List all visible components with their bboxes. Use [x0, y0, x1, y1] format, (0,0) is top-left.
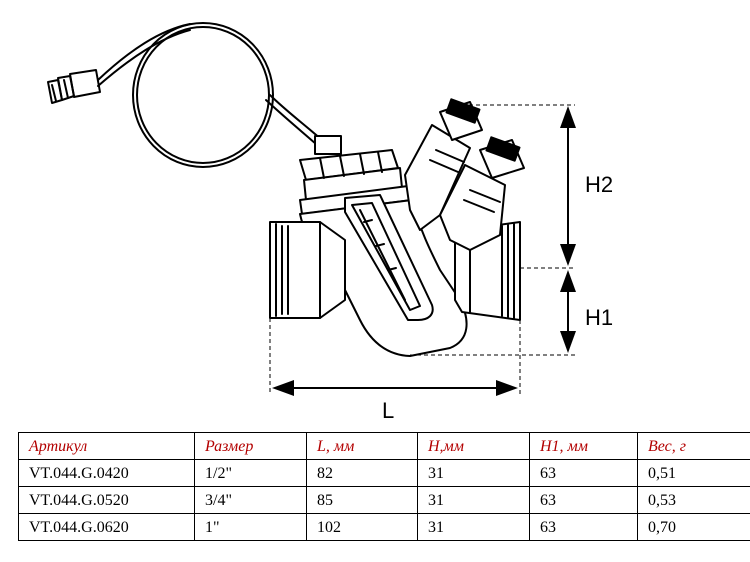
- dimension-h2-label: H2: [585, 172, 613, 197]
- header-article: Артикул: [18, 432, 195, 460]
- cell-height1: 63: [529, 459, 638, 487]
- test-point-upper: [404, 98, 483, 231]
- dimension-h1-label: H1: [585, 305, 613, 330]
- capillary-fitting: [47, 69, 101, 104]
- cell-article: VT.044.G.0420: [18, 459, 195, 487]
- valve-technical-drawing: H2 H1 L: [47, 22, 613, 423]
- cell-height: 31: [417, 513, 530, 541]
- cell-size: 1": [194, 513, 307, 541]
- table-header-row: Артикул Размер L, мм H,мм H1, мм Вес, г: [18, 432, 750, 460]
- cell-length: 85: [306, 486, 418, 514]
- header-weight: Вес, г: [637, 432, 750, 460]
- capillary-tube: [97, 22, 323, 168]
- dimension-l-label: L: [382, 398, 394, 423]
- header-size: Размер: [194, 432, 307, 460]
- dimension-lines: [269, 104, 575, 395]
- test-point-lower: [439, 136, 525, 251]
- cell-size: 1/2": [194, 459, 307, 487]
- cell-weight: 0,53: [637, 486, 750, 514]
- cell-article: VT.044.G.0620: [18, 513, 195, 541]
- cell-article: VT.044.G.0520: [18, 486, 195, 514]
- dimension-arrows: [272, 106, 576, 396]
- header-length: L, мм: [306, 432, 418, 460]
- cell-length: 82: [306, 459, 418, 487]
- cell-height1: 63: [529, 513, 638, 541]
- cell-weight: 0,51: [637, 459, 750, 487]
- left-port: [269, 221, 346, 319]
- header-height: H,мм: [417, 432, 530, 460]
- table-row: VT.044.G.0420 1/2" 82 31 63 0,51: [18, 459, 750, 487]
- cell-weight: 0,70: [637, 513, 750, 541]
- cell-height1: 63: [529, 486, 638, 514]
- cell-length: 102: [306, 513, 418, 541]
- table-row: VT.044.G.0520 3/4" 85 31 63 0,53: [18, 486, 750, 514]
- table-row: VT.044.G.0620 1" 102 31 63 0,70: [18, 513, 750, 541]
- cell-height: 31: [417, 459, 530, 487]
- specification-table: Артикул Размер L, мм H,мм H1, мм Вес, г …: [18, 432, 750, 541]
- cell-size: 3/4": [194, 486, 307, 514]
- header-height1: H1, мм: [529, 432, 638, 460]
- cell-height: 31: [417, 486, 530, 514]
